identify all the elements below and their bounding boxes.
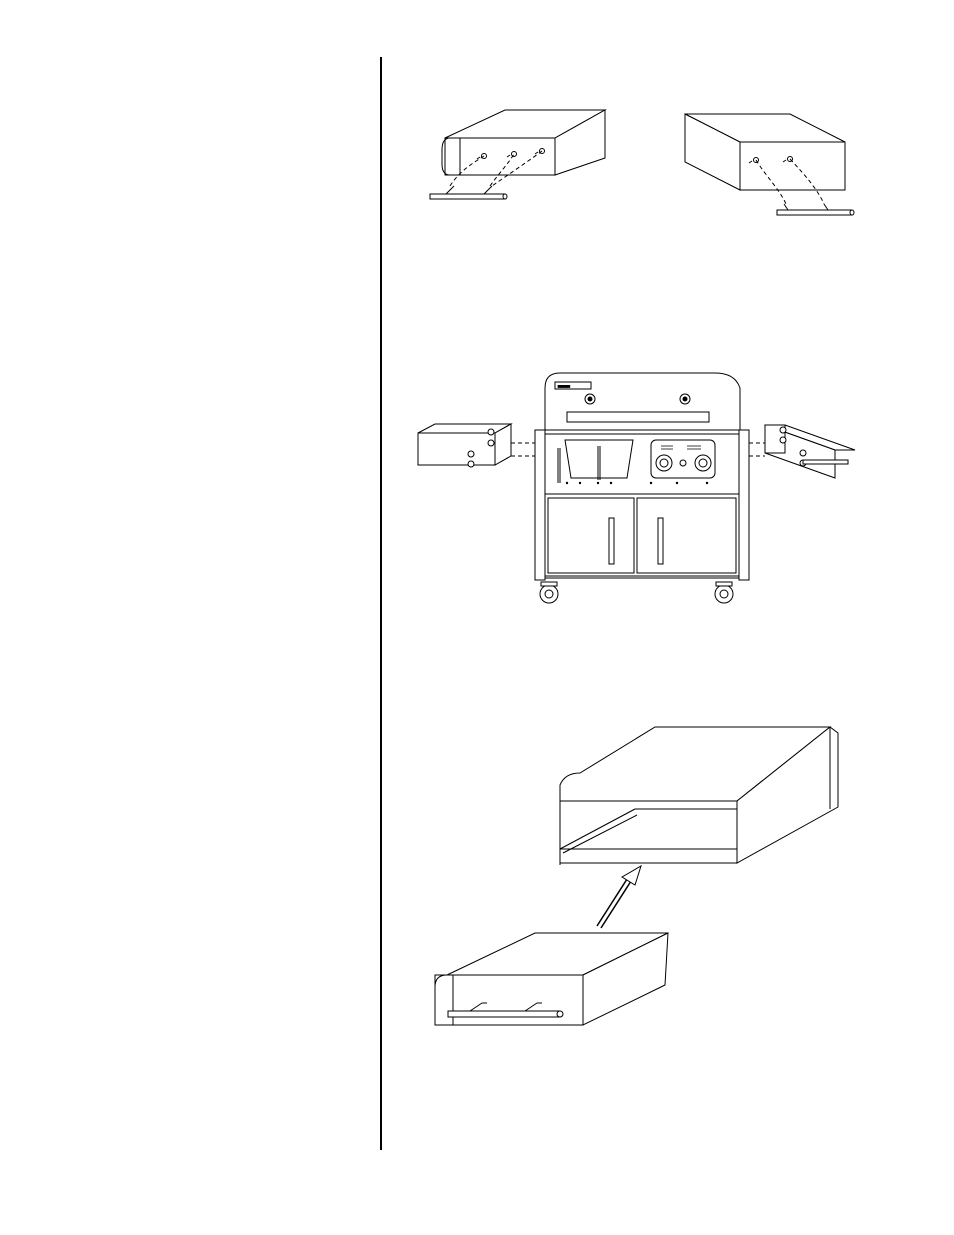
left-column-blank — [0, 0, 378, 1235]
handle-attachment-figure — [420, 100, 860, 225]
column-divider-rule — [380, 57, 382, 1150]
brand-logo-lettering: ■■■■■ — [558, 384, 571, 389]
drawer-insertion-figure — [425, 725, 845, 1035]
grill-side-shelves-figure: ■■■■■ — [415, 368, 860, 608]
